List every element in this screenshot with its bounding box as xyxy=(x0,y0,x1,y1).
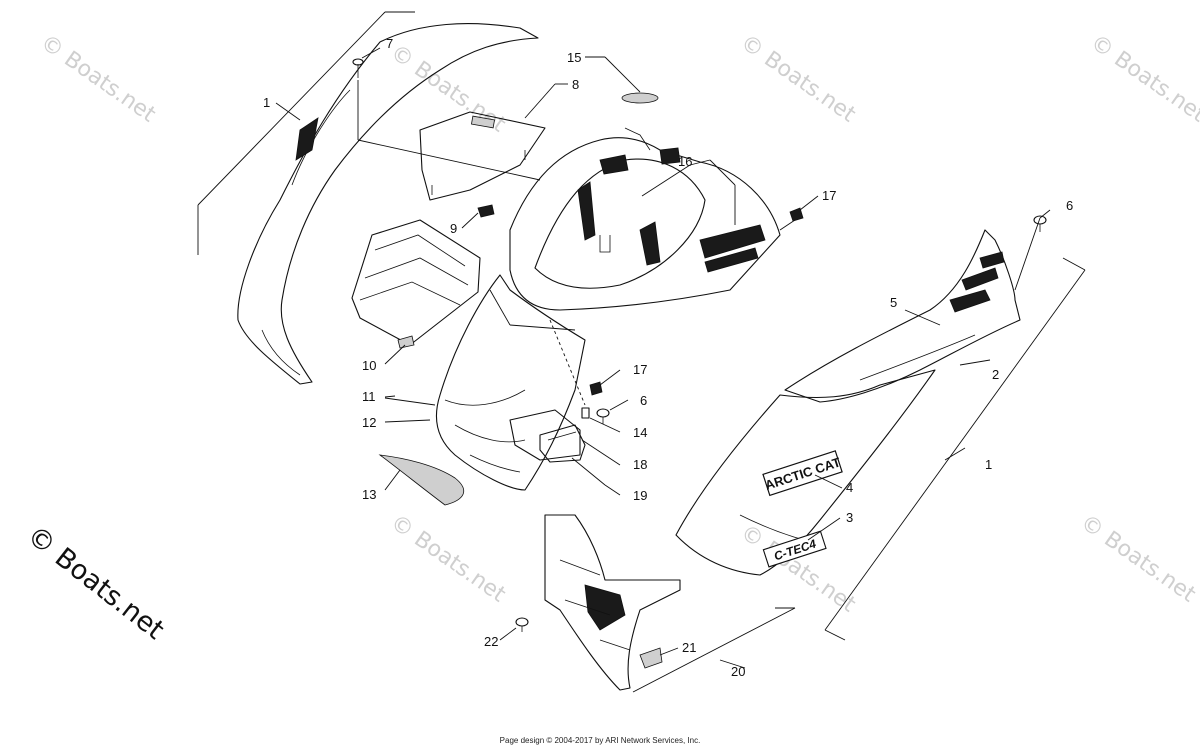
nose-lower xyxy=(436,274,586,491)
decal-brand-4: ARCTIC CAT xyxy=(762,450,843,497)
callout-4: 4 xyxy=(846,480,853,495)
right-side-panel xyxy=(784,229,1021,403)
callout-18: 18 xyxy=(633,457,647,472)
screw-22 xyxy=(515,617,529,632)
callout-19: 19 xyxy=(633,488,647,503)
callout-3: 3 xyxy=(846,510,853,525)
callout-13: 13 xyxy=(362,487,376,502)
clip-17-right xyxy=(789,207,804,222)
callout-15: 15 xyxy=(567,50,581,65)
callout-2: 2 xyxy=(992,367,999,382)
badge-15 xyxy=(621,92,659,104)
callout-6-right: 6 xyxy=(1066,198,1073,213)
callout-12: 12 xyxy=(362,415,376,430)
callout-8: 8 xyxy=(572,77,579,92)
callout-1-left: 1 xyxy=(263,95,270,110)
left-side-panel xyxy=(237,23,539,385)
callout-11: 11 xyxy=(362,389,376,404)
callout-20: 20 xyxy=(731,664,745,679)
decal-engine-3: C-TEC4 xyxy=(762,530,827,568)
callout-22: 22 xyxy=(484,634,498,649)
callout-14: 14 xyxy=(633,425,647,440)
bracket-18 xyxy=(539,424,586,463)
clip-17-center xyxy=(589,381,603,396)
screw-6-center xyxy=(596,408,610,424)
callout-21: 21 xyxy=(682,640,696,655)
callout-9: 9 xyxy=(450,221,457,236)
callout-7: 7 xyxy=(386,36,393,51)
hood-main xyxy=(509,127,781,311)
belly-pan-20 xyxy=(544,514,681,691)
footer-copyright: Page design © 2004-2017 by ARI Network S… xyxy=(499,736,701,745)
screw-7 xyxy=(352,58,364,78)
screw-6-right xyxy=(1033,215,1047,232)
air-duct-10 xyxy=(351,219,481,349)
nut-14 xyxy=(581,407,590,419)
callout-1-right: 1 xyxy=(985,457,992,472)
clip-9 xyxy=(477,204,495,218)
callout-6-center: 6 xyxy=(640,393,647,408)
callout-5: 5 xyxy=(890,295,897,310)
callout-17-top: 17 xyxy=(822,188,836,203)
callout-16: 16 xyxy=(678,154,692,169)
bracket-panel-8 xyxy=(419,111,546,201)
grille-13 xyxy=(378,454,465,506)
callout-17-center: 17 xyxy=(633,362,647,377)
callout-10: 10 xyxy=(362,358,376,373)
